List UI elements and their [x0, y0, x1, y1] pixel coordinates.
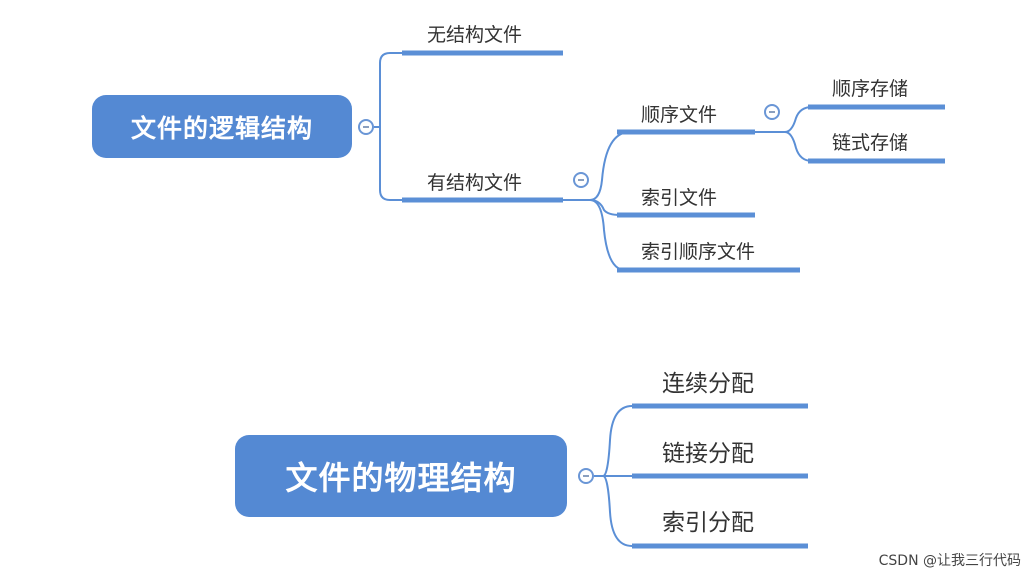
root-node-logical[interactable]: 文件的逻辑结构 [92, 95, 352, 158]
node-structured[interactable]: 有结构文件 [427, 172, 523, 194]
node-linked-allocation[interactable]: 链接分配 [662, 441, 754, 467]
root-node-physical[interactable]: 文件的物理结构 [235, 435, 567, 517]
node-indexed-allocation[interactable]: 索引分配 [662, 510, 754, 536]
node-indexed-sequential-file[interactable]: 索引顺序文件 [641, 241, 756, 263]
collapse-icon[interactable] [578, 468, 594, 484]
node-linked-storage[interactable]: 链式存储 [832, 132, 909, 154]
collapse-icon[interactable] [764, 104, 780, 120]
collapse-icon[interactable] [358, 119, 374, 135]
node-sequential-file[interactable]: 顺序文件 [641, 104, 718, 126]
node-sequential-storage[interactable]: 顺序存储 [832, 78, 909, 100]
node-index-file[interactable]: 索引文件 [641, 187, 718, 209]
node-unstructured[interactable]: 无结构文件 [427, 24, 523, 46]
collapse-icon[interactable] [573, 172, 589, 188]
node-contiguous-allocation[interactable]: 连续分配 [662, 371, 754, 397]
watermark: CSDN @让我三行代码 [878, 553, 1021, 569]
